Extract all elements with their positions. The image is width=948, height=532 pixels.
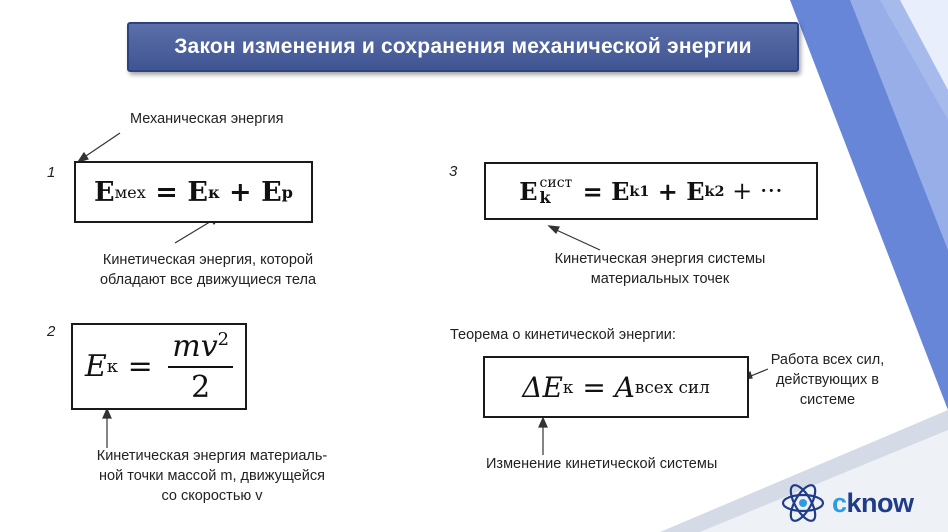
label-kinetic-bodies-line2: обладают все движущиеся тела [99, 272, 317, 288]
label-work-line2: действующих в [775, 372, 880, 388]
label-work: Работа всех сил, действующих в системе [760, 350, 895, 410]
formula-number-2: 2 [47, 323, 56, 340]
f1-eq: = [145, 176, 188, 208]
f2-power: 2 [217, 328, 230, 350]
f4-eq: = A [573, 370, 635, 404]
f4-sub-all: всех сил [634, 377, 710, 397]
f3-sub-k1: k1 [629, 182, 650, 200]
f3-sub-k: k [539, 188, 551, 207]
label-kinetic-point-line1: Кинетическая энергия материаль- [96, 448, 328, 464]
f3-tail: + ··· [724, 177, 783, 205]
f2-sub-k: к [106, 356, 119, 377]
f3-plus: + E [649, 176, 705, 206]
logo-text-c: c [832, 487, 847, 518]
logo-text: cknow [832, 488, 914, 519]
f1-sub-p: p [281, 182, 293, 202]
f2-eq: = [118, 349, 163, 384]
f1-sub-mech: мех [114, 182, 146, 202]
label-kinetic-system-line1: Кинетическая энергия системы [554, 251, 766, 267]
label-theorem: Теорема о кинетической энергии: [450, 327, 676, 343]
label-work-line1: Работа всех сил, [770, 352, 885, 368]
label-kinetic-point-line3: со скоростью v [161, 488, 263, 504]
f1-e: E [94, 176, 115, 208]
formula-number-3: 3 [449, 163, 458, 180]
f4-sub-k: к [562, 377, 574, 397]
f3-indices: сист k [540, 176, 573, 206]
label-change: Изменение кинетической системы [486, 456, 718, 472]
f2-fraction: mv2 2 [168, 328, 234, 405]
label-kinetic-bodies-line1: Кинетическая энергия, которой [102, 252, 314, 268]
f2-denominator: 2 [191, 369, 211, 405]
f4-delta: ΔE [522, 370, 563, 404]
cknow-logo: cknow [780, 478, 940, 528]
label-mechanical-energy: Механическая энергия [130, 111, 284, 127]
f1-e2: E [187, 176, 208, 208]
f2-numerator: mv [172, 328, 218, 364]
atom-icon [781, 484, 825, 522]
f3-sub-k2: k2 [704, 182, 725, 200]
formula-number-1: 1 [47, 164, 56, 181]
label-kinetic-system: Кинетическая энергия системы материальны… [520, 249, 800, 289]
label-work-line3: системе [799, 392, 856, 408]
f1-e3: E [261, 176, 282, 208]
logo-text-rest: know [846, 487, 915, 518]
f3-rhs: = E [574, 176, 630, 206]
page-title: Закон изменения и сохранения механическо… [127, 22, 799, 72]
label-kinetic-point-line2: ной точки массой m, движущейся [99, 468, 325, 484]
f3-e: E [519, 176, 538, 206]
f1-sub-k: к [207, 182, 220, 202]
label-kinetic-system-line2: материальных точек [590, 271, 730, 287]
f2-e: E [84, 349, 107, 384]
label-kinetic-bodies: Кинетическая энергия, которой обладают в… [73, 250, 343, 290]
f3-sup-sist: сист [539, 175, 573, 191]
label-kinetic-point: Кинетическая энергия материаль- ной точк… [62, 446, 362, 506]
f1-plus: + [219, 176, 262, 208]
